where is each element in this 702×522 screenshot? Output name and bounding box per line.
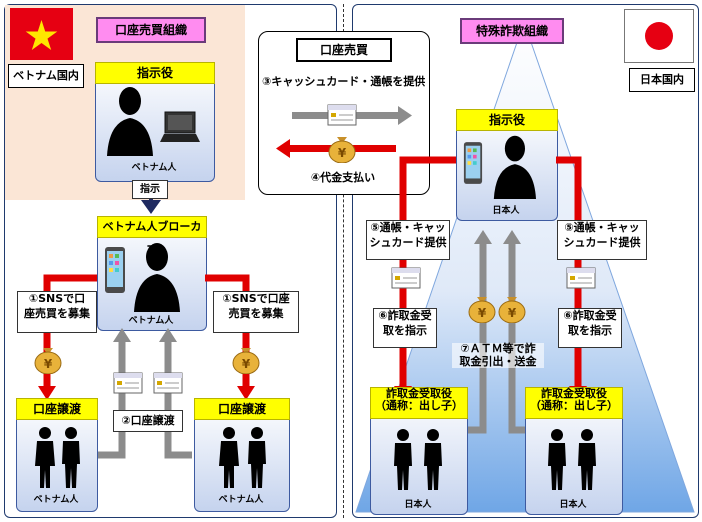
- japan-flag-icon: [624, 9, 694, 63]
- person-silhouette-icon: [248, 427, 266, 488]
- person-silhouette-icon: [107, 87, 153, 156]
- vn-broker-caption: ベトナム人: [128, 316, 174, 326]
- person-silhouette-icon: [219, 427, 239, 488]
- provide-left-line2: シュカード提供: [369, 235, 447, 249]
- instruct-left-line1: ⑥詐取金受: [378, 309, 432, 322]
- receiver-right-caption: 日本人: [559, 500, 587, 510]
- withdraw-line2: 取金引出・送金: [459, 354, 537, 368]
- money-bag-icon: ¥: [328, 137, 356, 163]
- receiver-left-title-line1: 詐取金受取役: [386, 387, 452, 400]
- legend-title: 口座売買: [296, 38, 392, 62]
- person-silhouette-icon: [548, 429, 566, 490]
- divider-line: [343, 4, 344, 518]
- instruct-left-line2: 取を指示: [383, 323, 427, 337]
- money-bag-icon: ¥: [498, 297, 526, 323]
- recruit-right-label: ①SNSで口座 売買を募集: [213, 291, 299, 333]
- instruct-left-label: ⑥詐取金受 取を指示: [373, 308, 437, 348]
- jp-commander-caption: 日本人: [492, 206, 520, 216]
- bankbook-card-icon: [391, 267, 421, 289]
- right-frame: [352, 4, 699, 518]
- receiver-right-title-line1: 詐取金受取役: [541, 387, 607, 400]
- vn-commander-title: 指示役: [95, 62, 215, 84]
- person-silhouette-icon: [134, 243, 180, 312]
- receiver-right-title-line2: （通称：出し子）: [530, 399, 618, 413]
- legend-payment-text: ④代金支払い: [310, 171, 376, 184]
- recruit-left-label: ①SNSで口 座売買を募集: [17, 291, 97, 333]
- svg-text:¥: ¥: [508, 306, 517, 320]
- receiver-left-title: 詐取金受取役 （通称：出し子）: [370, 387, 468, 419]
- smartphone-icon: [105, 247, 125, 293]
- provide-right-line1: ⑤通帳・キャッ: [564, 221, 640, 234]
- receiver-left-caption: 日本人: [404, 500, 432, 510]
- instruct-right-line2: 取を指示: [568, 323, 612, 337]
- recruit-left-line2: 座売買を募集: [24, 306, 90, 320]
- bankbook-card-icon: [153, 372, 183, 394]
- svg-text:¥: ¥: [478, 306, 487, 320]
- provide-left-label: ⑤通帳・キャッ シュカード提供: [366, 220, 450, 260]
- seller-left-caption: ベトナム人: [33, 495, 79, 505]
- person-silhouette-icon: [394, 429, 412, 490]
- bankbook-card-icon: [327, 104, 357, 126]
- provide-left-line1: ⑤通帳・キャッ: [370, 221, 446, 234]
- instruct-right-line1: ⑥詐取金受: [563, 309, 617, 322]
- person-silhouette-icon: [578, 429, 596, 490]
- bankbook-card-icon: [566, 267, 596, 289]
- receiver-right-title: 詐取金受取役 （通称：出し子）: [525, 387, 623, 419]
- recruit-left-line1: ①SNSで口: [28, 292, 86, 305]
- recruit-right-line1: ①SNSで口座: [222, 292, 290, 305]
- left-frame: [4, 4, 337, 518]
- instruct-label: 指示: [132, 180, 168, 199]
- seller-right-caption: ベトナム人: [218, 495, 264, 505]
- bankbook-card-icon: [113, 372, 143, 394]
- money-bag-icon: ¥: [468, 297, 496, 323]
- person-silhouette-icon: [493, 135, 536, 199]
- transfer-label: ②口座譲渡: [113, 410, 183, 432]
- laptop-icon: [160, 111, 200, 142]
- seller-right-title: 口座譲渡: [194, 398, 290, 420]
- withdraw-label: ⑦ＡＴＭ等で詐 取金引出・送金: [452, 342, 544, 369]
- provide-right-label: ⑤通帳・キャッ シュカード提供: [557, 220, 647, 260]
- withdraw-line1: ⑦ＡＴＭ等で詐: [460, 342, 536, 355]
- person-silhouette-icon: [35, 427, 55, 488]
- japan-flag-sun: [645, 22, 673, 50]
- person-silhouette-icon: [424, 429, 442, 490]
- vietnam-domestic-label: ベトナム国内: [8, 64, 84, 88]
- person-silhouette-icon: [62, 427, 80, 488]
- receiver-left-title-line2: （通称：出し子）: [375, 399, 463, 413]
- svg-text:¥: ¥: [242, 357, 251, 371]
- jp-commander-title: 指示役: [456, 109, 558, 131]
- money-bag-icon: ¥: [232, 348, 260, 374]
- provide-right-line2: シュカード提供: [563, 235, 641, 249]
- money-bag-icon: ¥: [34, 348, 62, 374]
- japan-domestic-label: 日本国内: [629, 68, 695, 92]
- svg-text:¥: ¥: [44, 357, 53, 371]
- instruct-right-label: ⑥詐取金受 取を指示: [558, 308, 622, 348]
- svg-text:¥: ¥: [338, 146, 347, 160]
- legend-provide-text: ③キャッシュカード・通帳を提供: [262, 75, 426, 88]
- seller-left-title: 口座譲渡: [16, 398, 98, 420]
- account-trade-org-title: 口座売買組織: [96, 17, 206, 43]
- recruit-right-line2: 売買を募集: [228, 306, 284, 320]
- fraud-org-title: 特殊詐欺組織: [460, 18, 564, 44]
- vn-commander-caption: ベトナム人: [131, 163, 177, 173]
- instruct-arrow-head: [141, 200, 161, 214]
- smartphone-icon: [463, 142, 483, 184]
- vietnam-flag-icon: [10, 8, 73, 60]
